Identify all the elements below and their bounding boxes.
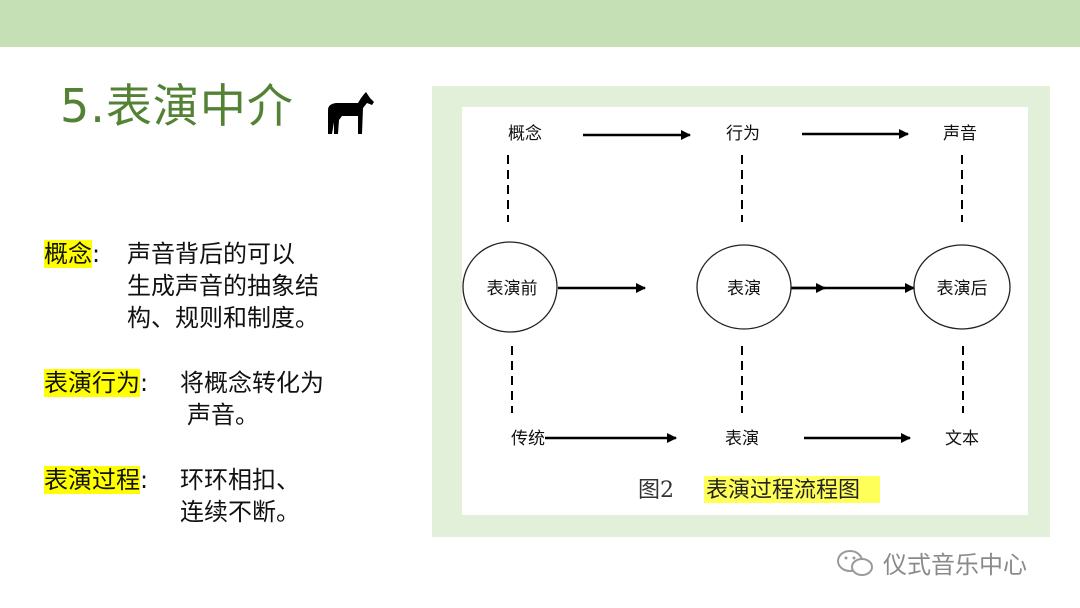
diagram-canvas [462, 107, 1028, 515]
colon: : [140, 466, 149, 494]
concept-item: 概念: [44, 238, 100, 270]
top-banner [0, 0, 1080, 47]
act-item: 表演行为: [44, 367, 148, 399]
slide-title: 5.表演中介 [60, 79, 294, 133]
concept-line: 生成声音的抽象结 [127, 272, 319, 300]
watermark-text: 仪式音乐中心 [883, 551, 1027, 579]
concept-line: 构、规则和制度。 [127, 304, 319, 332]
concept-term: 概念 [44, 240, 92, 268]
diagram-panel [432, 86, 1050, 537]
act-line: 将概念转化为 [180, 369, 324, 397]
wechat-icon [837, 549, 873, 576]
horse-icon [328, 92, 374, 134]
colon: : [92, 240, 101, 268]
process-item: 表演过程: [44, 464, 148, 496]
concept-line: 声音背后的可以 [127, 240, 295, 268]
act-line: 声音。 [187, 401, 259, 429]
colon: : [140, 369, 149, 397]
process-term: 表演过程 [44, 466, 140, 494]
act-term: 表演行为 [44, 369, 140, 397]
process-line: 连续不断。 [180, 498, 300, 526]
watermark: 仪式音乐中心 [835, 545, 1027, 580]
process-line: 环环相扣、 [180, 466, 300, 494]
